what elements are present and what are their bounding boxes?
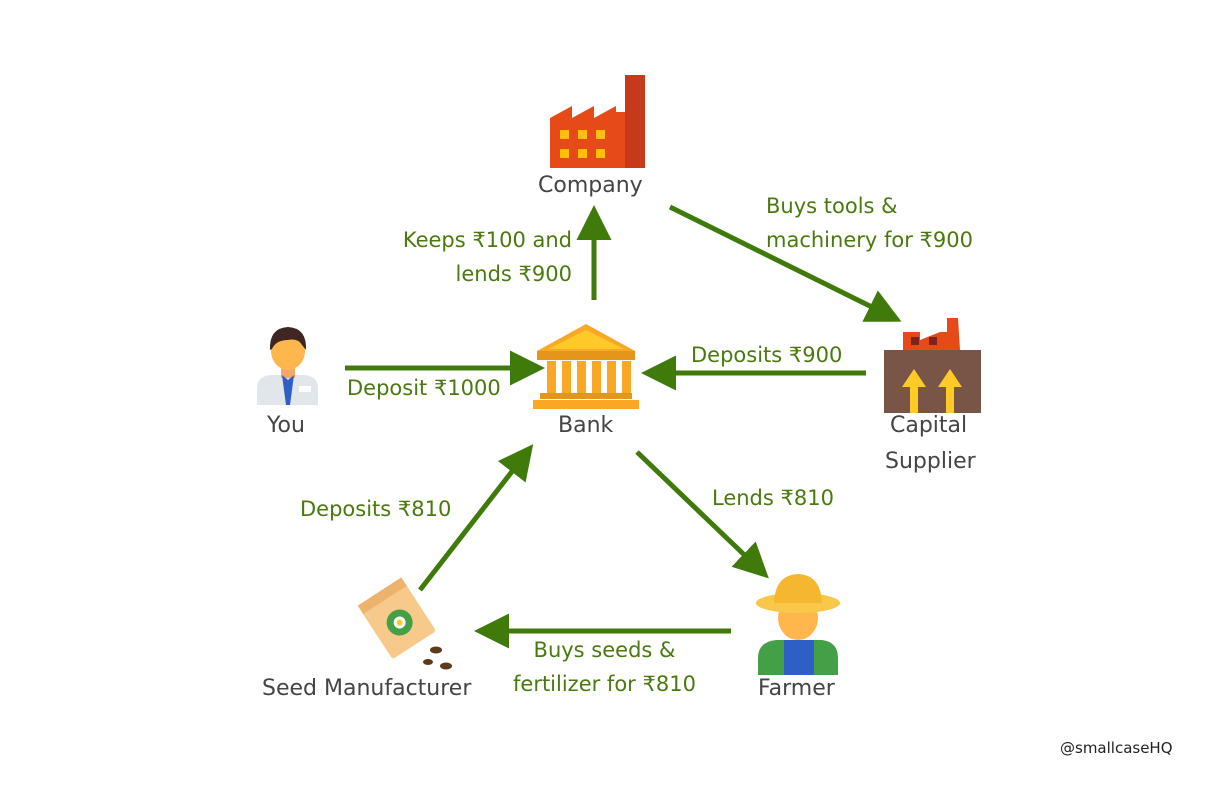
- node-label-seed-manufacturer: Seed Manufacturer: [262, 676, 472, 701]
- node-label-farmer: Farmer: [758, 676, 835, 701]
- node-label-capital-line1: Capital: [890, 413, 968, 438]
- flow-label-seed-to-bank: Deposits ₹810: [300, 497, 452, 521]
- node-label-you: You: [267, 413, 305, 438]
- farmer-icon: [756, 574, 840, 675]
- capital-supplier-icon: [884, 318, 981, 413]
- node-label-capital-line2: Supplier: [885, 449, 976, 474]
- flow-label-you-to-bank: Deposit ₹1000: [347, 376, 501, 400]
- arrow-bank-to-farmer: [635, 450, 769, 579]
- flow-label-bank-to-farmer: Lends ₹810: [712, 486, 834, 510]
- flow-label-bank-to-company: Keeps ₹100 and lends ₹900: [402, 228, 572, 286]
- flow-label-capital-to-bank: Deposits ₹900: [691, 343, 843, 367]
- person-icon: [257, 327, 318, 405]
- node-label-company: Company: [538, 173, 643, 198]
- arrow-company-to-capital: [668, 204, 902, 322]
- node-label-bank: Bank: [558, 413, 614, 438]
- bank-icon: [533, 324, 639, 409]
- flow-label-company-to-capital: Buys tools & machinery for ₹900: [766, 194, 973, 252]
- seed-bag-icon: [357, 577, 452, 670]
- arrow-seed-to-bank: [418, 444, 534, 592]
- credit-watermark: @smallcaseHQ: [1060, 739, 1173, 757]
- flow-label-farmer-to-seed: Buys seeds & fertilizer for ₹810: [513, 638, 696, 696]
- factory-icon: [550, 75, 645, 168]
